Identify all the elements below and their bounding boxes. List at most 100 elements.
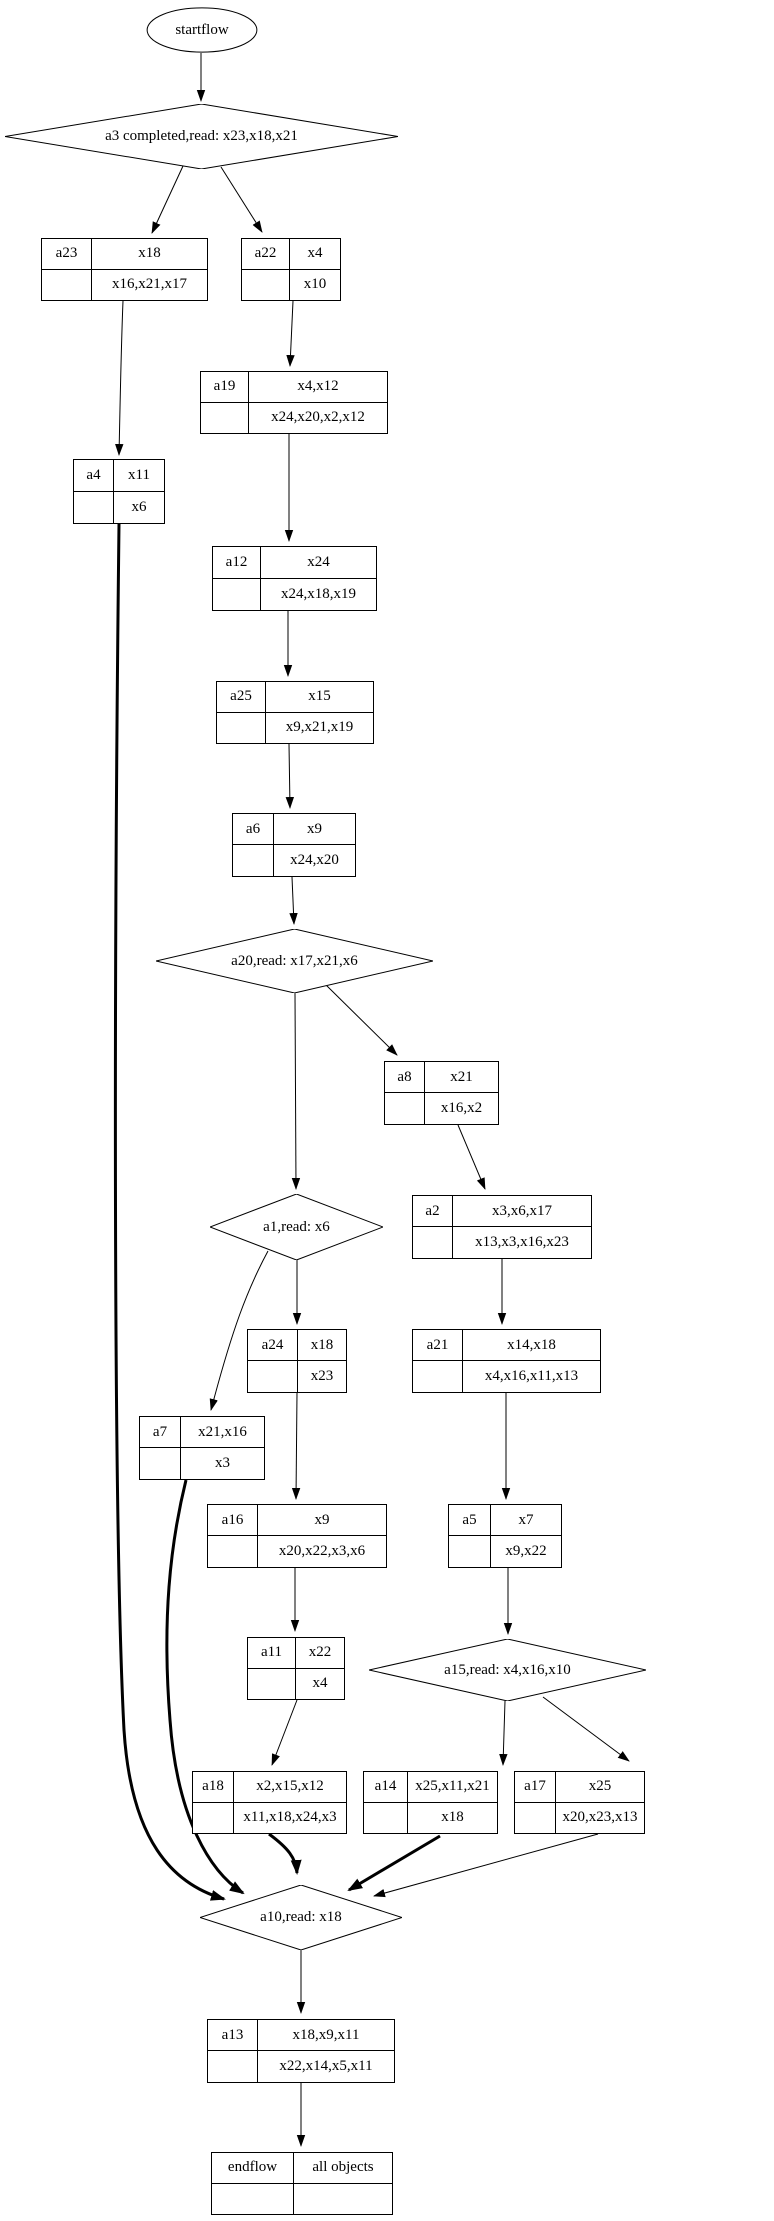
record-name: a17 bbox=[515, 1772, 556, 1803]
record-bottom-value: x18 bbox=[441, 1809, 464, 1826]
node-a25: a25 x15 x9,x21,x19 bbox=[216, 681, 374, 744]
record-top-value: x7 bbox=[491, 1505, 561, 1536]
decision-a20-label: a20,read: x17,x21,x6 bbox=[231, 952, 358, 969]
edge-a18-a10 bbox=[268, 1832, 302, 1875]
node-a17: a17 x25 x20,x23,x13 bbox=[514, 1771, 645, 1834]
record-bottom-value: x9,x21,x19 bbox=[285, 719, 354, 736]
record-empty-cell bbox=[208, 2051, 258, 2082]
node-a3: a3 completed,read: x23,x18,x21 bbox=[5, 104, 398, 169]
record-top-value: x2,x15,x12 bbox=[234, 1772, 346, 1803]
record-bottom-value: x13,x3,x16,x23 bbox=[475, 1234, 569, 1250]
record-name: a18 bbox=[193, 1772, 234, 1803]
edge-a14-a10 bbox=[347, 1834, 441, 1892]
record-empty-cell bbox=[42, 269, 92, 300]
record-empty-cell bbox=[364, 1802, 408, 1833]
record-top-value: x9 bbox=[258, 1505, 386, 1536]
node-a10: a10,read: x18 bbox=[200, 1885, 402, 1950]
record-top-value: x11 bbox=[114, 460, 164, 492]
node-a5: a5 x7 x9,x22 bbox=[448, 1504, 562, 1568]
record-bottom-value: x3 bbox=[215, 1455, 230, 1471]
edge-a6-a20 bbox=[289, 876, 298, 925]
record-bottom-value: x24,x20 bbox=[290, 852, 339, 868]
edge-a20-a8 bbox=[324, 983, 398, 1056]
edge-a22-a19 bbox=[286, 300, 295, 367]
edge-a3-a23 bbox=[151, 165, 184, 234]
record-top-value: x24 bbox=[261, 547, 376, 579]
endflow-label: endflow bbox=[212, 2153, 294, 2184]
record-top-value: x25 bbox=[556, 1772, 644, 1803]
node-a8: a8 x21 x16,x2 bbox=[384, 1061, 499, 1125]
record-top-value: x21,x16 bbox=[181, 1417, 264, 1448]
record-top-value: x9 bbox=[274, 814, 355, 845]
node-a20: a20,read: x17,x21,x6 bbox=[156, 929, 433, 993]
record-bottom-value: x20,x23,x13 bbox=[562, 1809, 638, 1826]
edge-a24-a16 bbox=[291, 1392, 301, 1500]
edge-a15-a17 bbox=[542, 1696, 630, 1762]
record-empty-cell bbox=[294, 2184, 392, 2215]
node-startflow: startflow bbox=[146, 7, 258, 53]
edge-a4-a10 bbox=[113, 523, 226, 1901]
edge-a8-a2 bbox=[457, 1124, 486, 1190]
record-name: a22 bbox=[242, 239, 290, 270]
node-a4: a4 x11 x6 bbox=[73, 459, 165, 524]
record-bottom-value: x16,x21,x17 bbox=[112, 276, 187, 293]
edge-a17-a10 bbox=[373, 1833, 599, 1898]
diamond-shape bbox=[369, 1639, 646, 1701]
record-top-value: x25,x11,x21 bbox=[408, 1772, 497, 1803]
record-name: a13 bbox=[208, 2020, 258, 2051]
node-a1: a1,read: x6 bbox=[210, 1194, 383, 1260]
record-top-value: x22 bbox=[296, 1638, 344, 1669]
record-empty-cell bbox=[385, 1093, 425, 1124]
edge-a25-a6 bbox=[285, 743, 295, 809]
node-endflow: endflow all objects bbox=[211, 2152, 393, 2215]
record-name: a5 bbox=[449, 1505, 491, 1536]
node-a13: a13 x18,x9,x11 x22,x14,x5,x11 bbox=[207, 2019, 395, 2083]
record-empty-cell bbox=[140, 1448, 181, 1479]
decision-a1-label: a1,read: x6 bbox=[263, 1218, 330, 1235]
record-empty-cell bbox=[449, 1536, 491, 1567]
node-a15: a15,read: x4,x16,x10 bbox=[369, 1639, 646, 1701]
node-a21: a21 x14,x18 x4,x16,x11,x13 bbox=[412, 1329, 601, 1393]
record-bottom-value: x16,x2 bbox=[440, 1100, 483, 1116]
edge-a11-a18 bbox=[271, 1699, 298, 1766]
node-a24: a24 x18 x23 bbox=[247, 1329, 347, 1393]
record-bottom-value: x10 bbox=[303, 276, 327, 293]
ellipse-shape bbox=[146, 7, 258, 53]
record-name: a23 bbox=[42, 239, 92, 270]
record-empty-cell bbox=[413, 1361, 463, 1392]
record-empty-cell bbox=[208, 1536, 258, 1567]
record-name: a19 bbox=[201, 372, 249, 403]
node-a18: a18 x2,x15,x12 x11,x18,x24,x3 bbox=[192, 1771, 347, 1834]
record-empty-cell bbox=[233, 845, 274, 876]
record-bottom-value: x24,x18,x19 bbox=[281, 585, 356, 602]
diamond-shape bbox=[210, 1194, 383, 1260]
record-top-value: x4 bbox=[290, 239, 340, 270]
node-a19: a19 x4,x12 x24,x20,x2,x12 bbox=[200, 371, 388, 434]
record-empty-cell bbox=[248, 1668, 296, 1699]
edge-a23-a4 bbox=[115, 300, 124, 456]
record-empty-cell bbox=[217, 712, 266, 743]
decision-a3-label: a3 completed,read: x23,x18,x21 bbox=[105, 128, 298, 144]
diamond-shape bbox=[156, 929, 433, 993]
node-a11: a11 x22 x4 bbox=[247, 1637, 345, 1700]
node-a2: a2 x3,x6,x17 x13,x3,x16,x23 bbox=[412, 1195, 592, 1259]
record-name: a24 bbox=[248, 1330, 298, 1361]
record-name: a14 bbox=[364, 1772, 408, 1803]
record-name: a12 bbox=[213, 547, 261, 579]
record-name: a6 bbox=[233, 814, 274, 845]
node-a7: a7 x21,x16 x3 bbox=[139, 1416, 265, 1480]
node-a22: a22 x4 x10 bbox=[241, 238, 341, 301]
record-name: a8 bbox=[385, 1062, 425, 1093]
record-name: a4 bbox=[74, 460, 114, 492]
record-name: a21 bbox=[413, 1330, 463, 1361]
record-top-value: x18,x9,x11 bbox=[258, 2020, 394, 2051]
record-top-value: x15 bbox=[266, 682, 373, 713]
record-bottom-value: x24,x20,x2,x12 bbox=[271, 409, 365, 426]
record-empty-cell bbox=[201, 402, 249, 433]
record-bottom-value: x22,x14,x5,x11 bbox=[279, 2058, 373, 2074]
record-name: a11 bbox=[248, 1638, 296, 1669]
record-empty-cell bbox=[248, 1361, 298, 1392]
record-empty-cell bbox=[212, 2183, 294, 2214]
node-a6: a6 x9 x24,x20 bbox=[232, 813, 356, 877]
